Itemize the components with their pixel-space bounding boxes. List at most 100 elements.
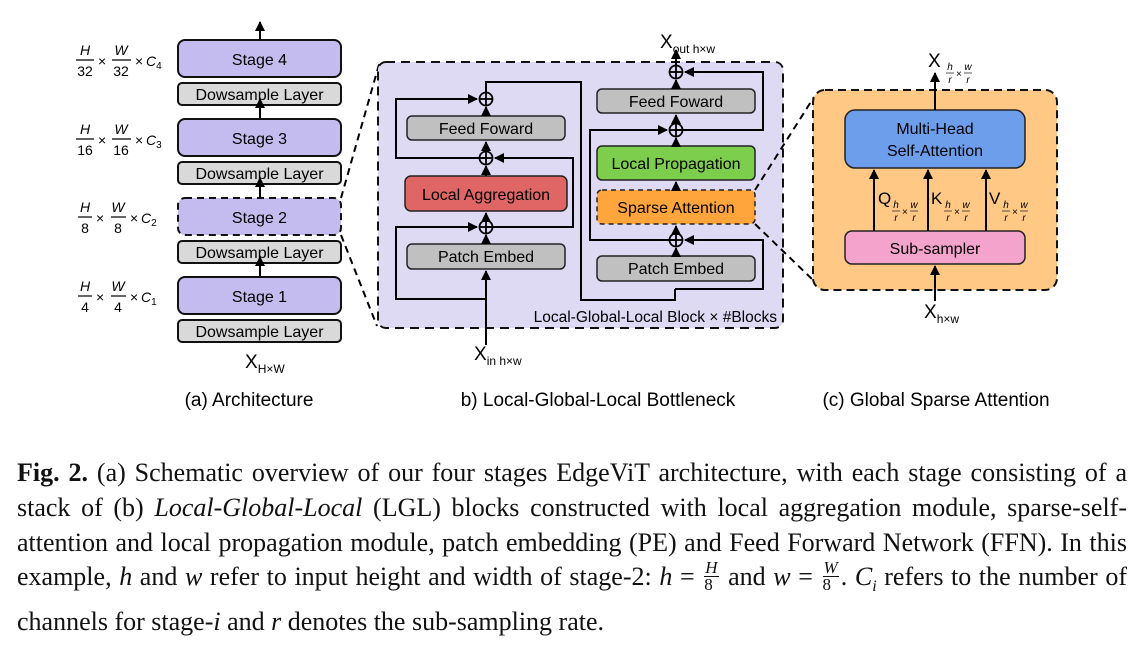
input-x-label-c: Xh×w — [924, 302, 959, 326]
svg-text:H: H — [80, 121, 91, 137]
q-label: Q h r × w r — [878, 189, 918, 224]
k-label: K h r × w r — [931, 189, 970, 224]
local-propagation-label: Local Propagation — [612, 156, 741, 173]
stage-3-box — [177, 118, 342, 157]
svg-text:K: K — [931, 189, 943, 208]
caption-text: refers to the number of channels for sta… — [17, 562, 1127, 637]
svg-text:16: 16 — [77, 142, 93, 158]
svg-text:8: 8 — [114, 220, 122, 236]
svg-text:W: W — [111, 278, 126, 294]
v-label: V h r × w r — [989, 189, 1028, 224]
svg-text:h: h — [893, 200, 899, 211]
mhsa-label-1: Multi-Head — [896, 121, 973, 138]
svg-text:×: × — [96, 289, 104, 305]
svg-text:16: 16 — [113, 142, 129, 158]
panel-a-caption: (a) Architecture — [185, 390, 314, 411]
zoom-connector-bottom — [340, 234, 378, 327]
caption-text: . — [840, 562, 855, 592]
caption-italic: Local-Global-Local — [154, 492, 363, 522]
feed-forward-label-right: Feed Foward — [629, 94, 723, 111]
stage-4-box — [177, 39, 342, 78]
panel-c-caption: (c) Global Sparse Attention — [822, 390, 1049, 411]
stage-1-label: Stage 1 — [232, 289, 287, 306]
stage-4-dims: H 32 × W 32 × C4 — [76, 42, 162, 79]
svg-text:w: w — [910, 200, 918, 211]
caption-text: (a) Schematic overview of our four stage… — [17, 458, 1127, 522]
edgevit-figure: Stage 4 Dowsample Layer Stage 3 Dowsampl… — [76, 21, 1058, 411]
zoom-connector-top-c — [754, 96, 815, 191]
svg-text:H: H — [80, 278, 91, 294]
downsample-layer-1-label: Dowsample Layer — [195, 324, 324, 341]
svg-text:h: h — [947, 62, 953, 73]
math-r: r — [271, 607, 282, 637]
svg-text:C1: C1 — [141, 289, 157, 308]
svg-text:×: × — [96, 210, 104, 226]
svg-text:H: H — [80, 42, 91, 58]
stage-1-box — [177, 276, 342, 315]
sub-sampler-box — [844, 230, 1026, 265]
svg-text:32: 32 — [113, 63, 129, 79]
svg-text:×: × — [956, 69, 962, 80]
downsample-layer-1 — [177, 319, 342, 343]
panel-b-lgl-bottleneck: Feed Foward Local Aggregation Patch Embe… — [377, 32, 784, 411]
panel-b-caption: b) Local-Global-Local Bottleneck — [461, 390, 736, 411]
stage-2-dims: H 8 × W 8 × C2 — [78, 199, 157, 236]
svg-text:×: × — [954, 207, 960, 218]
caption-text: refer to input height and width of stage… — [202, 562, 660, 592]
block-repeat-label: Local-Global-Local Block × #Blocks — [534, 309, 778, 326]
svg-text:r: r — [948, 75, 952, 86]
downsample-layer-3-label: Dowsample Layer — [195, 166, 324, 183]
panel-c-global-sparse-attention: Multi-Head Self-Attention Sub-sampler Q … — [812, 51, 1058, 411]
feed-forward-label-left: Feed Foward — [439, 121, 533, 138]
svg-text:×: × — [98, 132, 106, 148]
caption-text: denotes the sub-sampling rate. — [281, 607, 605, 637]
math-ci: Ci — [854, 562, 877, 596]
math-w: w — [184, 562, 203, 592]
sparse-attention-label: Sparse Attention — [617, 200, 734, 217]
svg-text:W: W — [114, 121, 129, 137]
figure-label: Fig. 2. — [17, 458, 89, 487]
math-h: h — [659, 562, 673, 592]
caption-text: and — [220, 607, 272, 637]
stage-3-dims: H 16 × W 16 × C3 — [76, 121, 162, 158]
svg-text:h: h — [1003, 200, 1009, 211]
svg-text:r: r — [964, 213, 968, 224]
flow-lines-left — [395, 81, 676, 345]
svg-text:32: 32 — [77, 63, 93, 79]
downsample-layer-2-label: Dowsample Layer — [195, 245, 324, 262]
svg-text:C3: C3 — [146, 132, 162, 151]
stage-4-label: Stage 4 — [232, 52, 287, 69]
math-h: h — [119, 562, 133, 592]
sub-sampler-label: Sub-sampler — [890, 241, 981, 258]
input-x-label-b: Xin h×w — [474, 344, 522, 368]
svg-text:w: w — [964, 62, 972, 73]
stage-3-label: Stage 3 — [232, 131, 287, 148]
stage-2-label: Stage 2 — [232, 210, 287, 227]
math-w: w — [773, 562, 791, 592]
svg-text:×: × — [135, 53, 143, 69]
qkv-labels: Q h r × w r K h r × w r V h — [878, 189, 1028, 224]
mhsa-label-2: Self-Attention — [887, 143, 983, 160]
patch-embed-label-right: Patch Embed — [628, 261, 724, 278]
zoom-connector-bottom-c — [754, 223, 815, 282]
svg-text:r: r — [946, 213, 950, 224]
svg-text:×: × — [130, 289, 138, 305]
math-i: i — [213, 607, 221, 637]
zoom-connector-top — [340, 60, 381, 199]
figure-caption: Fig. 2. (a) Schematic overview of our fo… — [17, 456, 1127, 640]
svg-text:×: × — [1012, 207, 1018, 218]
svg-text:Q: Q — [878, 189, 891, 208]
svg-text:r: r — [912, 213, 916, 224]
svg-text:4: 4 — [114, 299, 122, 315]
caption-text: (LGL) blocks constructed with local aggr… — [17, 492, 1127, 592]
svg-text:×: × — [130, 210, 138, 226]
svg-text:W: W — [114, 42, 129, 58]
input-x-label: XH×W — [245, 352, 285, 376]
svg-text:r: r — [894, 213, 898, 224]
patch-embed-label-left: Patch Embed — [438, 249, 534, 266]
panel-a-architecture: Stage 4 Dowsample Layer Stage 3 Dowsampl… — [76, 21, 342, 411]
downsample-layer-4-label: Dowsample Layer — [195, 87, 324, 104]
output-x-label: Xout h×w — [660, 32, 715, 56]
